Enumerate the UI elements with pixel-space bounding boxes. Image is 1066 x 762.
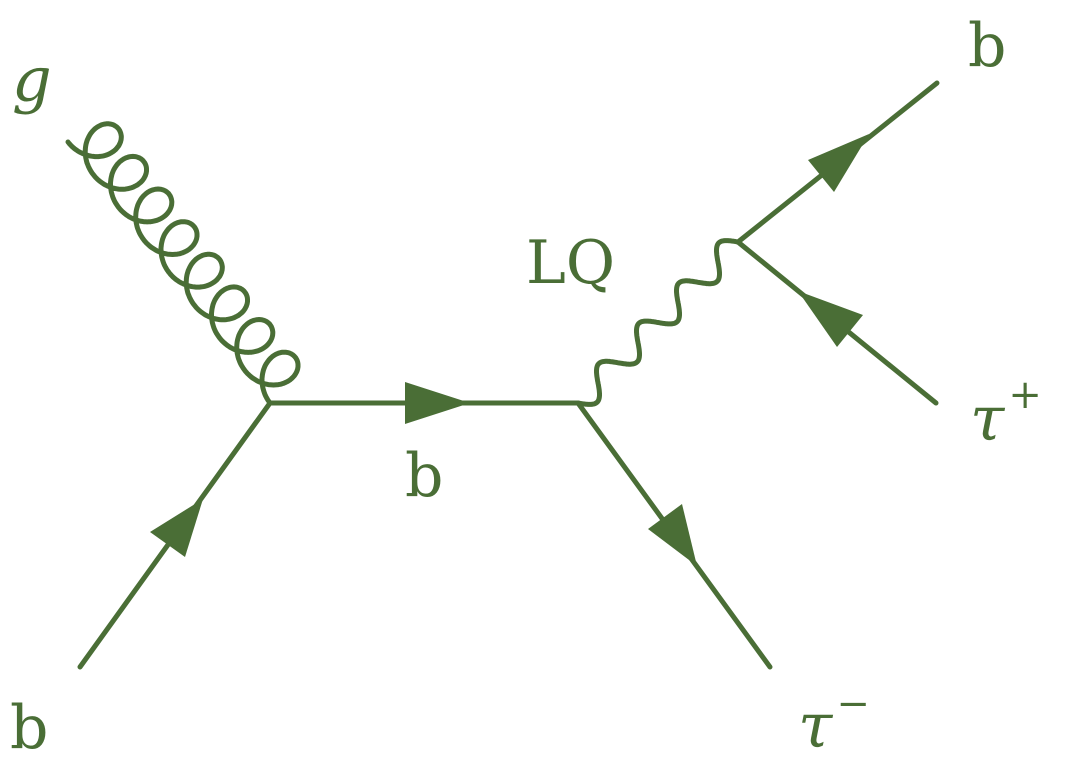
- tau-minus-symbol: τ: [798, 689, 834, 762]
- tau-plus-charge: +: [1008, 372, 1042, 418]
- tau-plus-arrow: [798, 291, 863, 347]
- outgoing-b-label: b: [968, 11, 1006, 81]
- tau-minus-label: τ−: [798, 681, 870, 762]
- tau-plus-symbol: τ: [970, 382, 1006, 455]
- leptoquark-label: LQ: [526, 228, 615, 298]
- tau-plus-label: τ+: [970, 372, 1042, 455]
- gluon-line: [65, 121, 301, 406]
- propagator-b-arrow: [405, 382, 470, 424]
- gluon-label: g: [12, 43, 52, 116]
- incoming-b-arrow: [150, 499, 203, 557]
- tau-minus-charge: −: [836, 681, 870, 727]
- leptoquark-line: [575, 238, 741, 407]
- outgoing-b-arrow: [808, 134, 869, 192]
- tau-minus-arrow: [648, 504, 697, 566]
- propagator-b-label: b: [405, 441, 443, 511]
- incoming-b-label: b: [10, 693, 48, 762]
